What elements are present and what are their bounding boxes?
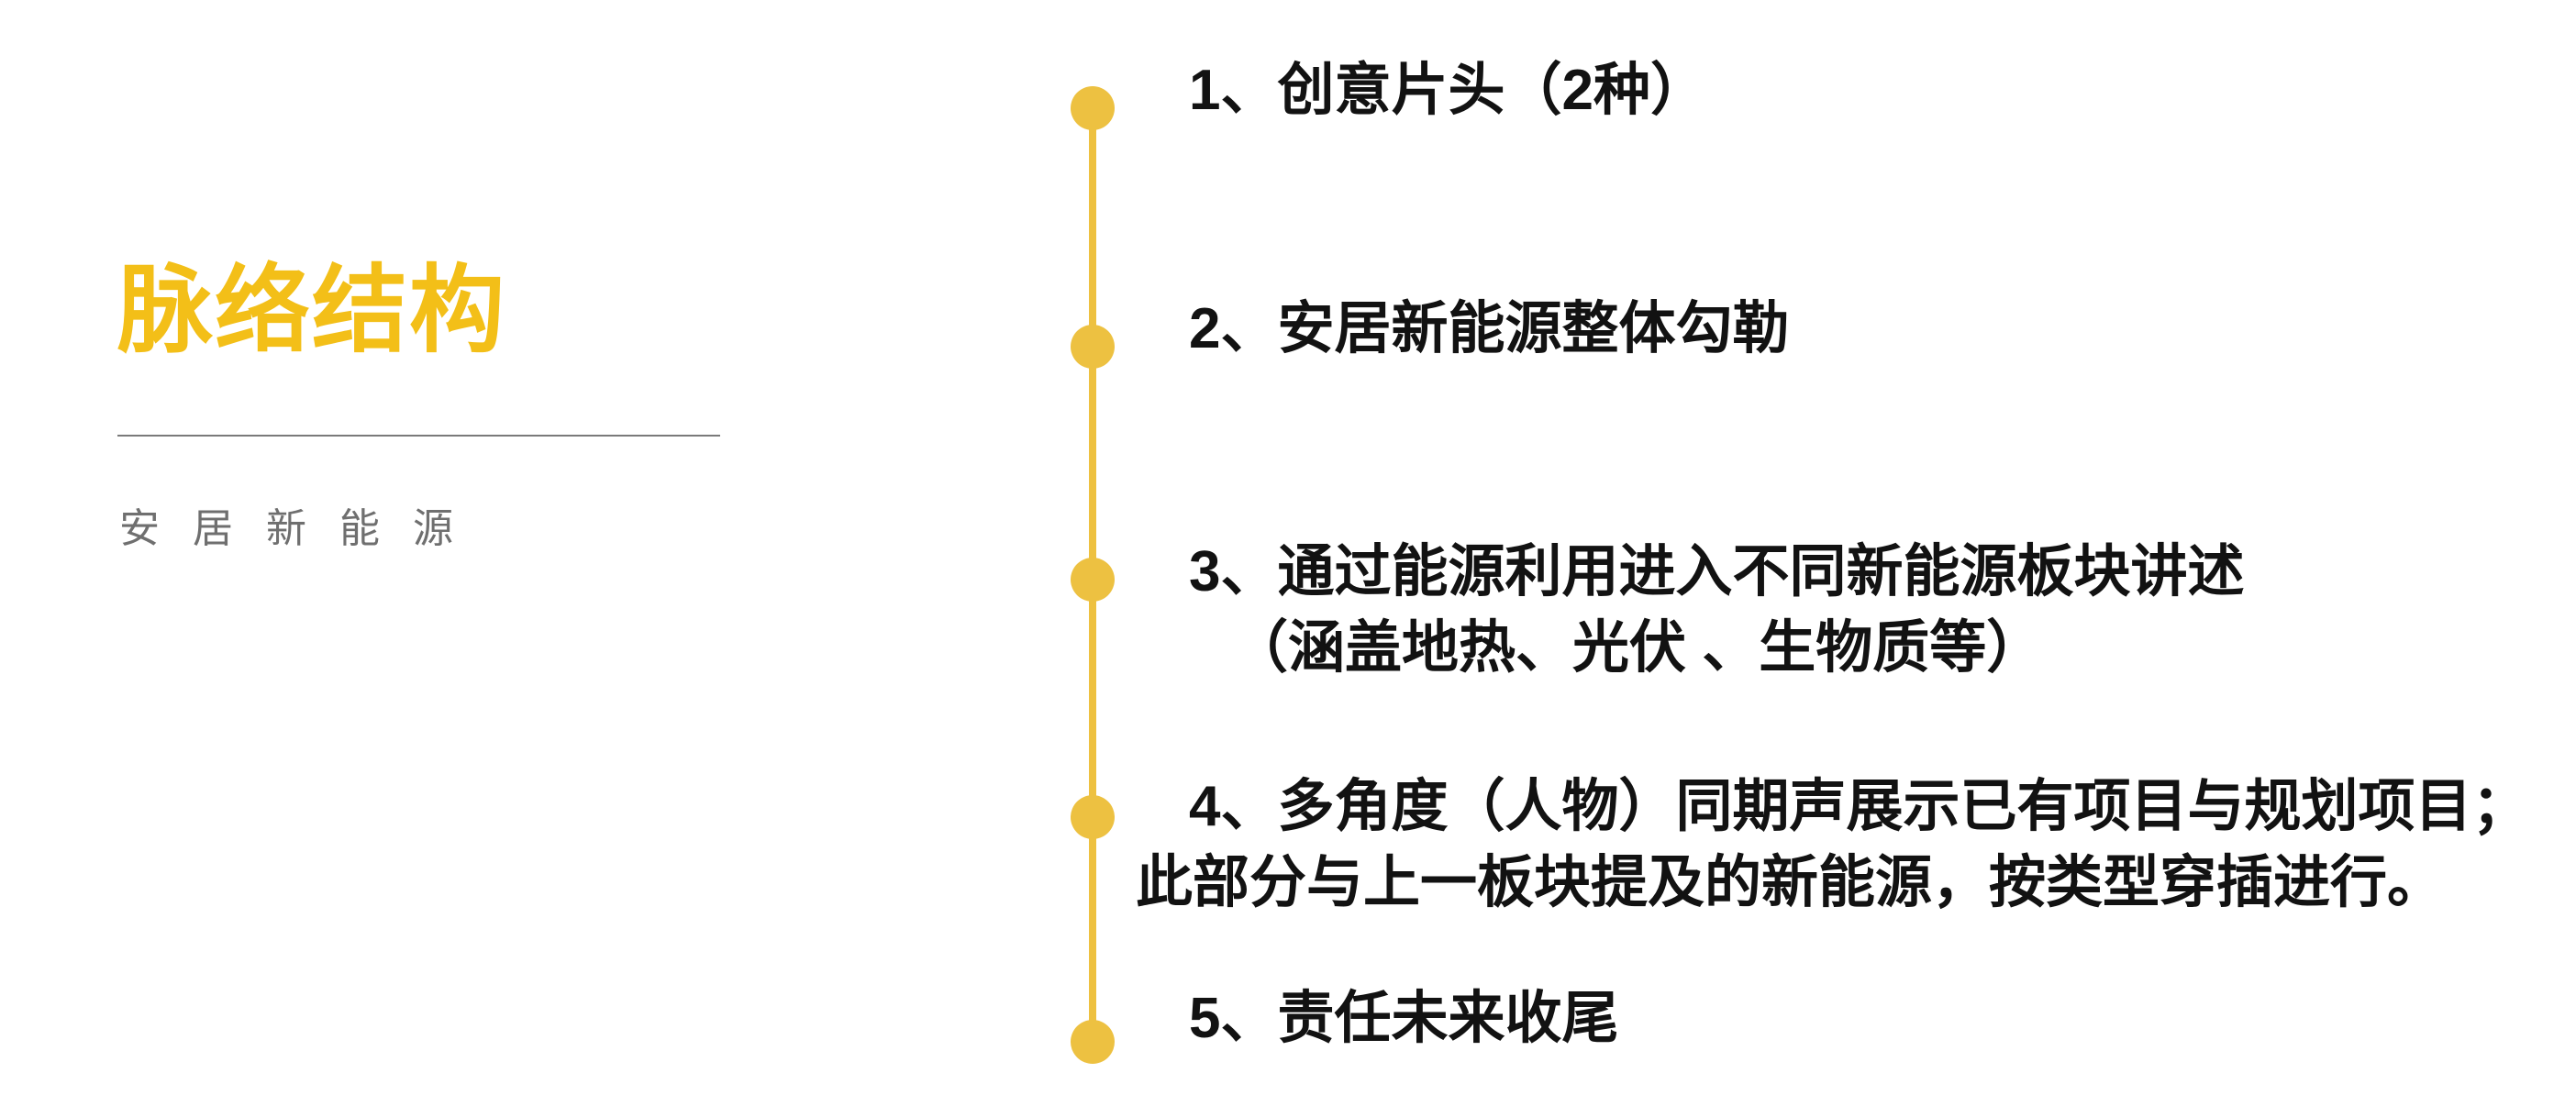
timeline-items: 1、创意片头（2种） 2、安居新能源整体勾勒 3、通过能源利用进入不同新能源板块… bbox=[1136, 0, 2576, 1095]
page-title: 脉络结构 bbox=[117, 258, 507, 364]
timeline-dot-3 bbox=[1071, 558, 1115, 602]
title-divider bbox=[117, 435, 720, 437]
list-item: 2、安居新能源整体勾勒 bbox=[1189, 295, 1789, 362]
list-item-line: 2、安居新能源整体勾勒 bbox=[1189, 297, 1790, 360]
list-item-line: 4、多角度（人物）同期声展示已有项目与规划项目； bbox=[1189, 775, 2529, 838]
timeline-dot-1 bbox=[1071, 86, 1115, 130]
list-item-line: 3、通过能源利用进入不同新能源板块讲述 bbox=[1189, 540, 2245, 603]
list-item: 4、多角度（人物）同期声展示已有项目与规划项目； 此部分与上一板块提及的新能源，… bbox=[1136, 769, 2528, 921]
list-item-line: 此部分与上一板块提及的新能源，按类型穿插进行。 bbox=[1136, 851, 2445, 915]
list-item-line: 1、创意片头（2种） bbox=[1189, 59, 1707, 122]
list-item: 1、创意片头（2种） bbox=[1189, 57, 1707, 124]
timeline bbox=[1046, 0, 1147, 1095]
timeline-dot-4 bbox=[1071, 795, 1115, 839]
timeline-dot-5 bbox=[1071, 1020, 1115, 1064]
list-item-line: （涵盖地热、光伏 、生物质等） bbox=[1231, 616, 2044, 680]
list-item-line: 5、责任未来收尾 bbox=[1189, 987, 1619, 1050]
left-panel: 脉络结构 安居新能源 bbox=[0, 0, 954, 1095]
list-item: 3、通过能源利用进入不同新能源板块讲述 （涵盖地热、光伏 、生物质等） bbox=[1189, 534, 2244, 686]
page-subtitle: 安居新能源 bbox=[119, 506, 486, 551]
list-item: 5、责任未来收尾 bbox=[1189, 985, 1618, 1052]
timeline-dot-2 bbox=[1071, 325, 1115, 369]
